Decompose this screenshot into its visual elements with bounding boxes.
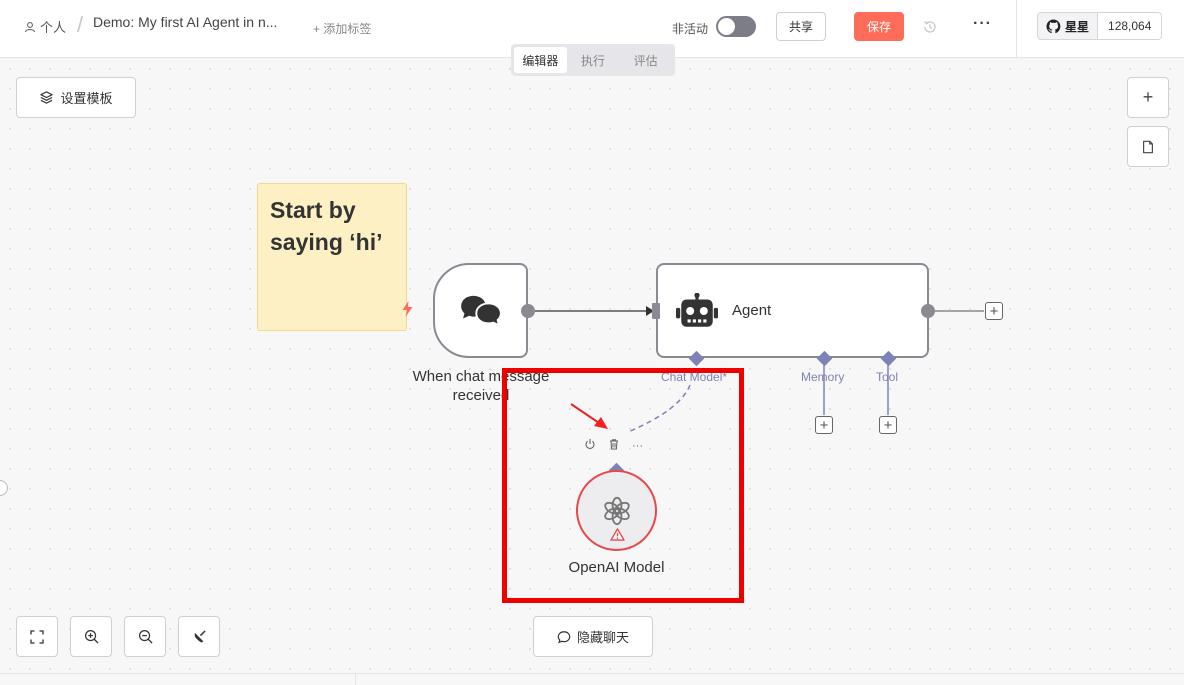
tool-label: Tool	[876, 370, 899, 384]
trash-icon[interactable]	[608, 438, 620, 453]
chat-model-label: Chat Model*	[661, 370, 728, 384]
zoom-in-icon	[84, 629, 99, 644]
memory-label: Memory	[801, 370, 845, 384]
sticky-note[interactable]: Start by saying ‘hi’	[257, 183, 407, 331]
zoom-out-icon	[138, 629, 153, 644]
tab-editor[interactable]: 编辑器	[514, 47, 567, 73]
zoom-in-button[interactable]	[70, 616, 112, 657]
node-more-button[interactable]: ···	[632, 439, 643, 452]
github-icon	[1046, 18, 1061, 33]
workflow-title[interactable]: Demo: My first AI Agent in n...	[93, 14, 278, 30]
add-memory-button[interactable]: +	[815, 416, 833, 434]
bottom-panel-handle[interactable]	[355, 673, 356, 685]
workflow-canvas[interactable]	[0, 59, 1184, 685]
add-tool-button[interactable]: +	[879, 416, 897, 434]
toggle-knob	[718, 18, 735, 35]
agent-add-next-button[interactable]: +	[985, 302, 1003, 320]
warning-icon	[610, 528, 625, 541]
add-sticky-button[interactable]	[1127, 126, 1169, 167]
trigger-bolt-icon	[401, 301, 414, 322]
github-star-count: 128,064	[1108, 19, 1152, 33]
broom-icon	[194, 630, 206, 643]
share-button[interactable]: 共享	[776, 12, 826, 41]
hide-chat-label: 隐藏聊天	[576, 630, 629, 645]
agent-node[interactable]: Agent	[656, 263, 929, 358]
view-tabs: 编辑器 执行 评估	[511, 44, 675, 76]
github-star-widget[interactable]: 星星 128,064	[1037, 12, 1163, 40]
agent-node-label: Agent	[732, 302, 772, 319]
openai-model-node[interactable]	[576, 470, 657, 551]
active-toggle[interactable]	[716, 16, 756, 37]
chat-icon	[557, 630, 571, 643]
github-star-label: 星星	[1065, 19, 1090, 34]
tab-evaluations[interactable]: 评估	[633, 53, 658, 68]
tab-executions[interactable]: 执行	[581, 53, 606, 68]
layers-icon	[40, 91, 54, 104]
plus-icon: +	[989, 302, 999, 320]
history-icon[interactable]	[922, 19, 938, 35]
openai-node-label: OpenAI Model	[568, 559, 665, 576]
robot-icon	[676, 292, 718, 327]
hide-chat-button[interactable]: 隐藏聊天	[533, 616, 653, 657]
fullscreen-icon	[30, 629, 44, 644]
bottom-divider	[0, 673, 1184, 674]
openai-logo-icon	[603, 496, 630, 525]
project-label: 个人	[40, 20, 67, 35]
trigger-output-port[interactable]	[521, 304, 535, 318]
setup-template-label: 设置模板	[60, 91, 113, 106]
save-button[interactable]: 保存	[854, 12, 904, 41]
setup-template-button[interactable]: 设置模板	[16, 77, 136, 118]
zoom-out-button[interactable]	[124, 616, 166, 657]
breadcrumb-separator: /	[77, 12, 84, 37]
power-icon[interactable]	[584, 438, 596, 453]
active-status-label: 非活动	[672, 22, 709, 36]
agent-output-port[interactable]	[921, 304, 935, 318]
plus-icon: +	[883, 416, 893, 434]
trigger-node-label: When chat message received	[412, 368, 550, 404]
add-tag-button[interactable]: + 添加标签	[313, 22, 372, 36]
add-node-button[interactable]: +	[1127, 77, 1169, 118]
chat-bubbles-icon	[460, 295, 502, 327]
agent-input-port[interactable]	[652, 303, 660, 319]
fit-view-button[interactable]	[16, 616, 58, 657]
plus-icon: +	[1142, 87, 1154, 107]
more-options-button[interactable]: ···	[973, 15, 992, 32]
chat-trigger-node[interactable]	[433, 263, 528, 358]
sticky-note-icon	[1143, 140, 1153, 153]
plus-icon: +	[819, 416, 829, 434]
project-breadcrumb[interactable]: 个人	[24, 17, 66, 36]
header-divider	[1016, 0, 1017, 58]
node-toolbar: ···	[584, 438, 643, 453]
user-icon	[24, 21, 36, 32]
github-star-button[interactable]: 星星	[1038, 13, 1099, 39]
tidy-up-button[interactable]	[178, 616, 220, 657]
